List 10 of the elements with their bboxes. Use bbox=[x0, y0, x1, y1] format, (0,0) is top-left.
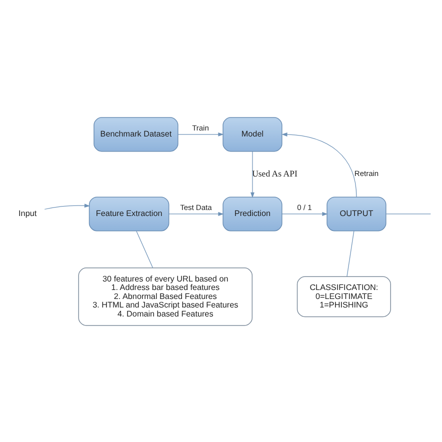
arrow bbox=[44, 203, 90, 210]
arrow bbox=[250, 150, 254, 198]
connector bbox=[346, 230, 354, 276]
arrow bbox=[178, 132, 224, 136]
arrow bbox=[168, 212, 224, 216]
arrow bbox=[282, 132, 357, 197]
connector bbox=[386, 213, 431, 214]
edge-label: Used As API bbox=[252, 168, 298, 178]
arrow bbox=[282, 212, 328, 216]
connector bbox=[136, 230, 154, 268]
